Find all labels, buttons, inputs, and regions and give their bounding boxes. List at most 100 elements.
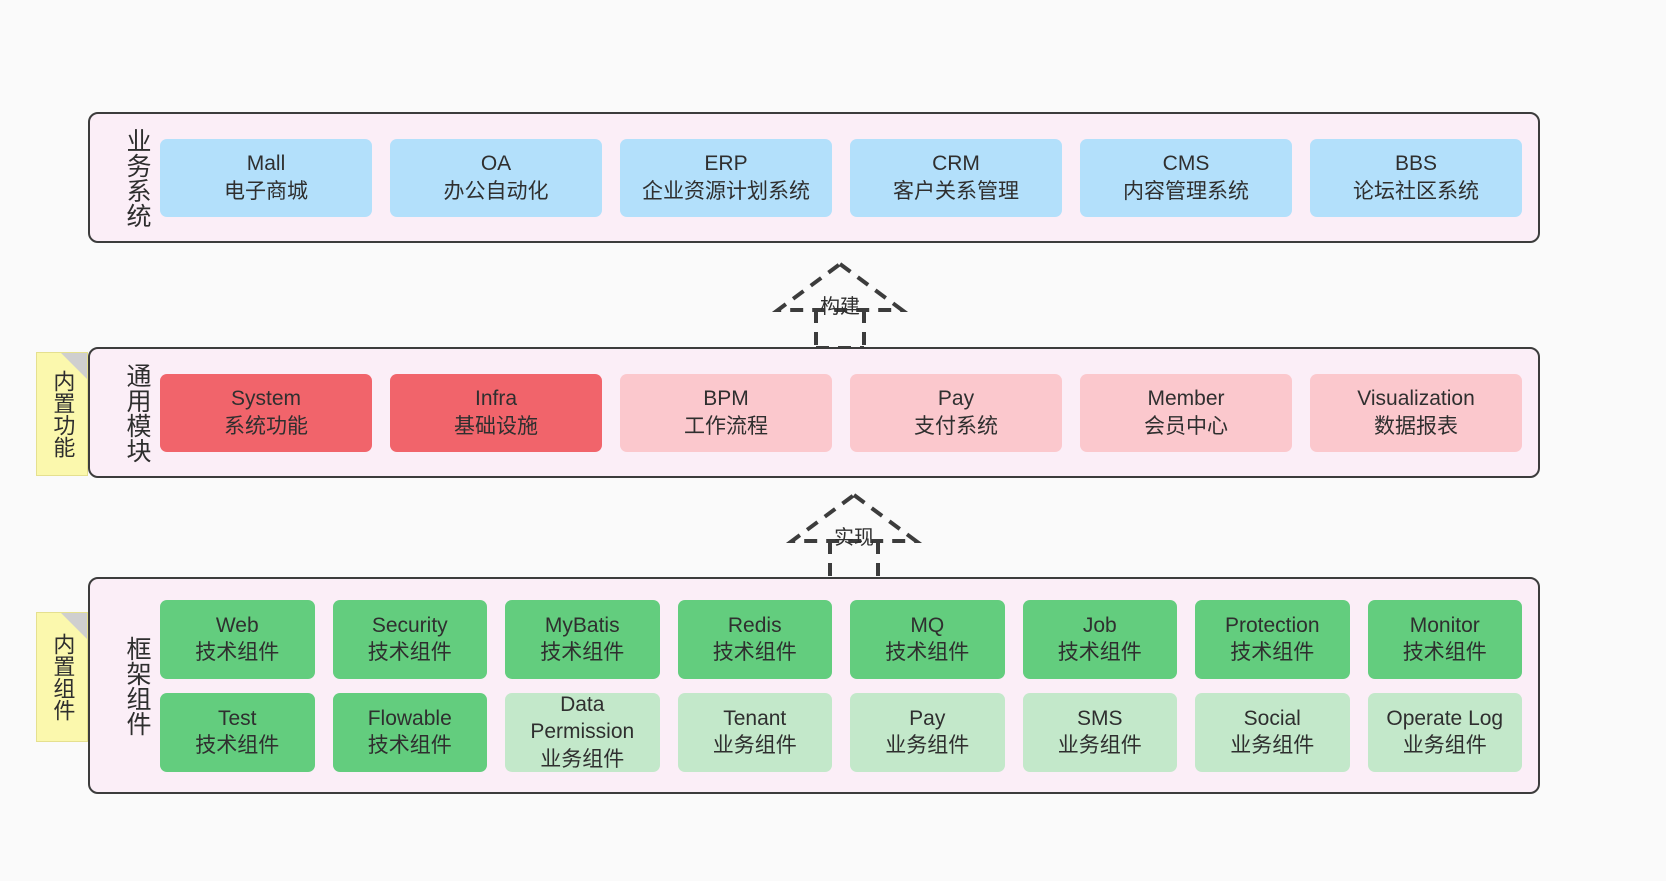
cell-title: Visualization xyxy=(1357,387,1475,411)
cell-title: OA xyxy=(480,152,512,176)
cell-visualization[interactable]: Visualization 数据报表 xyxy=(1310,373,1522,452)
cell-bpm[interactable]: BPM 工作流程 xyxy=(620,373,832,452)
cell-subtitle: 数据报表 xyxy=(1374,414,1458,438)
cell-mall[interactable]: Mall 电子商城 xyxy=(160,138,372,217)
cell-crm[interactable]: CRM 客户关系管理 xyxy=(850,138,1062,217)
cell-subtitle: 基础设施 xyxy=(454,414,538,438)
layer-title-modules: 通用模块 xyxy=(123,362,151,463)
cell-title: MQ xyxy=(910,613,945,637)
sticky-note-builtin-function: 内置功能 xyxy=(36,352,88,476)
cell-subtitle: 技术组件 xyxy=(540,641,625,664)
cell-subtitle: 技术组件 xyxy=(367,734,452,757)
cell-infra[interactable]: Infra 基础设施 xyxy=(390,373,602,452)
arrow-label-implement: 实现 xyxy=(834,527,874,549)
cell-title: BPM xyxy=(703,387,749,411)
cell-security[interactable]: Security 技术组件 xyxy=(332,599,487,679)
layer-title-business: 业务系统 xyxy=(123,127,151,228)
cell-title: CMS xyxy=(1162,152,1210,176)
cell-subtitle: 技术组件 xyxy=(195,734,280,757)
cell-title: Pay xyxy=(937,387,975,411)
cell-bbs[interactable]: BBS 论坛社区系统 xyxy=(1310,138,1522,217)
arrow-label-build: 构建 xyxy=(820,296,860,318)
cell-title: SMS xyxy=(1076,706,1123,730)
cell-subtitle: 电子商城 xyxy=(224,179,308,203)
cell-tenant[interactable]: Tenant 业务组件 xyxy=(677,692,832,772)
cell-subtitle: 技术组件 xyxy=(1057,641,1142,664)
cell-title: CRM xyxy=(932,152,980,176)
generalization-arrow-implement: 实现 xyxy=(766,489,942,581)
cell-row: Mall 电子商城 OA 办公自动化 ERP 企业资源计划系统 CRM 客户关系… xyxy=(160,138,1522,217)
cell-erp[interactable]: ERP 企业资源计划系统 xyxy=(620,138,832,217)
cell-title: System xyxy=(230,387,301,411)
cell-subtitle: 论坛社区系统 xyxy=(1353,179,1479,203)
cell-title: BBS xyxy=(1394,152,1438,176)
cell-subtitle: 业务组件 xyxy=(885,734,970,757)
layer-common-modules: 通用模块 System 系统功能 Infra 基础设施 BPM 工作流程 Pay… xyxy=(88,347,1540,478)
cell-subtitle: 系统功能 xyxy=(224,414,308,438)
layer-framework-components: 框架组件 Web 技术组件 Security 技术组件 MyBatis 技术组件… xyxy=(88,577,1540,794)
cell-title: Mall xyxy=(246,152,286,176)
cell-title: Security xyxy=(371,613,448,637)
cell-pay-business[interactable]: Pay 业务组件 xyxy=(850,692,1005,772)
cell-web[interactable]: Web 技术组件 xyxy=(160,599,315,679)
cell-mybatis[interactable]: MyBatis 技术组件 xyxy=(505,599,660,679)
cell-test[interactable]: Test 技术组件 xyxy=(160,692,315,772)
cell-subtitle: 企业资源计划系统 xyxy=(642,179,810,203)
cell-sms[interactable]: SMS 业务组件 xyxy=(1022,692,1177,772)
cell-title: Protection xyxy=(1224,613,1320,637)
cell-system[interactable]: System 系统功能 xyxy=(160,373,372,452)
layer-cells-modules: System 系统功能 Infra 基础设施 BPM 工作流程 Pay 支付系统… xyxy=(150,373,1538,452)
cell-job[interactable]: Job 技术组件 xyxy=(1022,599,1177,679)
cell-social[interactable]: Social 业务组件 xyxy=(1195,692,1350,772)
cell-subtitle: 支付系统 xyxy=(914,414,998,438)
layer-business-systems: 业务系统 Mall 电子商城 OA 办公自动化 ERP 企业资源计划系统 CRM… xyxy=(88,112,1540,243)
cell-row: Web 技术组件 Security 技术组件 MyBatis 技术组件 Redi… xyxy=(160,599,1522,679)
cell-title: Flowable xyxy=(367,706,452,730)
cell-subtitle: 业务组件 xyxy=(1230,734,1315,757)
note-text: 内置功能 xyxy=(50,370,76,458)
cell-title: Social xyxy=(1243,706,1301,730)
cell-row: Test 技术组件 Flowable 技术组件 Data Permission … xyxy=(160,692,1522,772)
layer-cells-business: Mall 电子商城 OA 办公自动化 ERP 企业资源计划系统 CRM 客户关系… xyxy=(150,138,1538,217)
cell-title: Test xyxy=(217,706,257,730)
cell-subtitle: 业务组件 xyxy=(540,747,625,771)
cell-data-permission[interactable]: Data Permission 业务组件 xyxy=(505,692,660,772)
cell-title: Infra xyxy=(474,387,518,411)
cell-subtitle: 业务组件 xyxy=(1402,734,1487,757)
layer-cells-framework: Web 技术组件 Security 技术组件 MyBatis 技术组件 Redi… xyxy=(150,599,1538,772)
cell-operate-log[interactable]: Operate Log 业务组件 xyxy=(1367,692,1522,772)
cell-title: Operate Log xyxy=(1386,706,1504,730)
cell-subtitle: 技术组件 xyxy=(1402,641,1487,664)
cell-subtitle: 技术组件 xyxy=(1230,641,1315,664)
cell-redis[interactable]: Redis 技术组件 xyxy=(677,599,832,679)
cell-subtitle: 技术组件 xyxy=(195,641,280,664)
cell-member[interactable]: Member 会员中心 xyxy=(1080,373,1292,452)
cell-title: Tenant xyxy=(723,706,787,730)
cell-subtitle: 技术组件 xyxy=(885,641,970,664)
cell-mq[interactable]: MQ 技术组件 xyxy=(850,599,1005,679)
cell-title: Monitor xyxy=(1409,613,1480,637)
cell-protection[interactable]: Protection 技术组件 xyxy=(1195,599,1350,679)
cell-title: Web xyxy=(215,613,259,637)
cell-subtitle: 工作流程 xyxy=(684,414,768,438)
cell-subtitle: 办公自动化 xyxy=(443,179,549,203)
cell-subtitle: 技术组件 xyxy=(367,641,452,664)
cell-pay[interactable]: Pay 支付系统 xyxy=(850,373,1062,452)
cell-row: System 系统功能 Infra 基础设施 BPM 工作流程 Pay 支付系统… xyxy=(160,373,1522,452)
cell-subtitle: 内容管理系统 xyxy=(1123,179,1249,203)
cell-title: Redis xyxy=(727,613,782,637)
cell-title: Job xyxy=(1082,613,1117,637)
cell-subtitle: 业务组件 xyxy=(1057,734,1142,757)
cell-flowable[interactable]: Flowable 技术组件 xyxy=(332,692,487,772)
cell-monitor[interactable]: Monitor 技术组件 xyxy=(1367,599,1522,679)
cell-subtitle: 业务组件 xyxy=(712,734,797,757)
generalization-arrow-build: 构建 xyxy=(752,258,928,350)
cell-oa[interactable]: OA 办公自动化 xyxy=(390,138,602,217)
cell-title: ERP xyxy=(704,152,748,176)
sticky-note-builtin-component: 内置组件 xyxy=(36,612,88,742)
cell-subtitle: 技术组件 xyxy=(712,641,797,664)
cell-cms[interactable]: CMS 内容管理系统 xyxy=(1080,138,1292,217)
layer-title-framework: 框架组件 xyxy=(123,635,151,736)
cell-title: Member xyxy=(1147,387,1225,411)
cell-title: Pay xyxy=(909,706,946,730)
